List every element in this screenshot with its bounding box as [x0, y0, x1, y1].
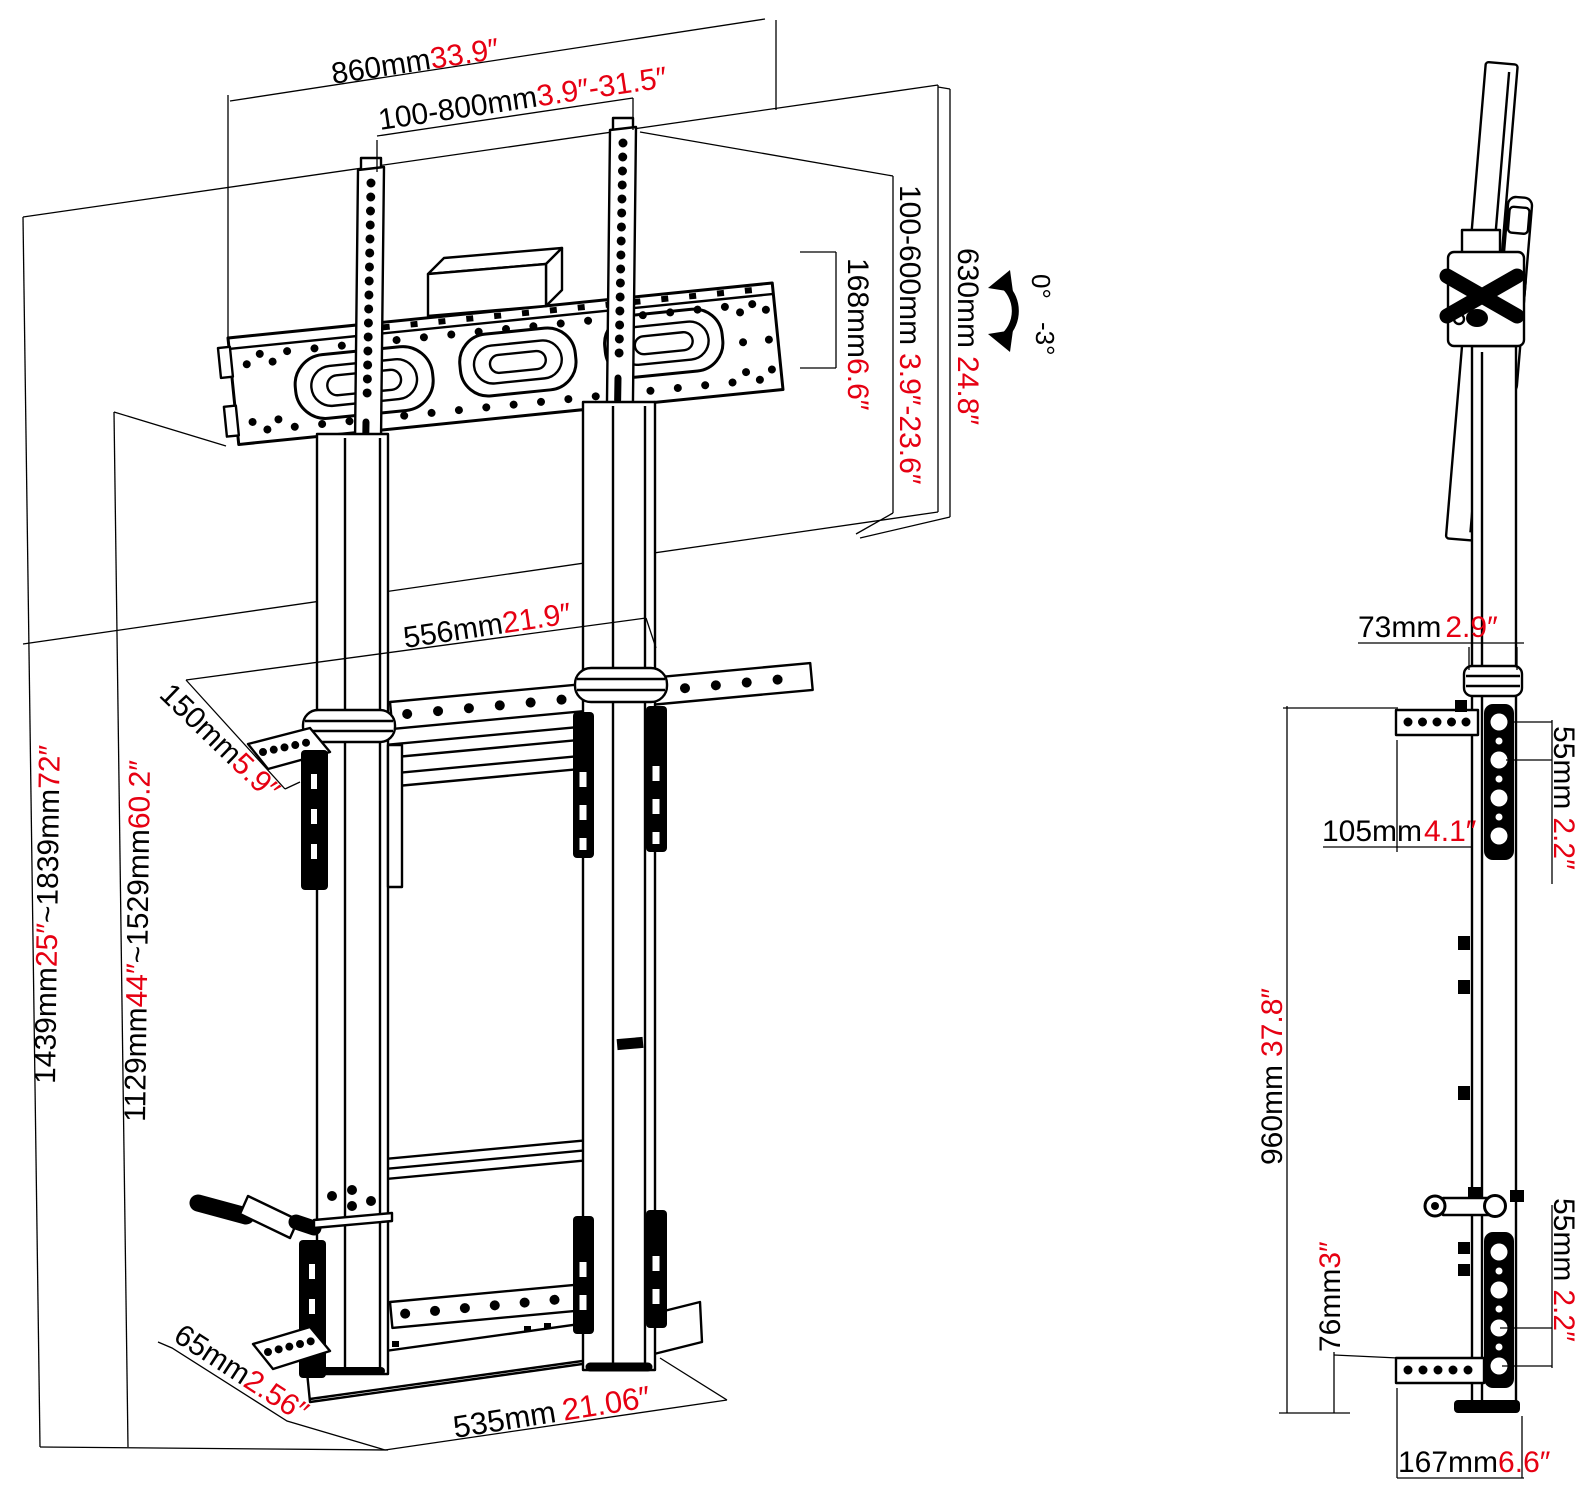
- stand-column-right: [581, 400, 657, 1372]
- dim-arm-length: 105mm4.1″: [1322, 815, 1477, 848]
- tilt-min-label: -3°: [1030, 322, 1060, 356]
- collar-left: [301, 708, 397, 744]
- dim-column-height: 1129mm44″~1529mm60.2″: [119, 760, 157, 1123]
- dim-side-column-height: 960mm37.8″: [1256, 988, 1289, 1165]
- dim-bracket-height: 168mm6.6″: [841, 258, 874, 411]
- collar-right: [573, 666, 669, 704]
- front-dimension-lines: [157, 18, 951, 1451]
- bottom-rail: [388, 1282, 593, 1330]
- side-column: [1470, 344, 1518, 1408]
- dim-base-width: 535mm21.06″: [451, 1379, 653, 1445]
- side-lower-arm: [1394, 1232, 1514, 1388]
- side-crank-handle: [1423, 1187, 1507, 1218]
- dim-vesa-height: 100-600mm3.9″-23.6″: [893, 185, 926, 485]
- brand-logo: [616, 1036, 644, 1051]
- dim-overall-height: 1439mm25″~1839mm72″: [29, 744, 67, 1084]
- column-clips: [1455, 700, 1524, 1276]
- tilt-max-label: 0°: [1026, 274, 1056, 299]
- top-clamp: [426, 246, 564, 318]
- plate-slot-center: [458, 326, 578, 398]
- side-upper-arm: [1394, 704, 1514, 860]
- plate-holes-right: [242, 305, 776, 426]
- wall-bracket-lower: [251, 1240, 332, 1378]
- tilt-bracket: [1439, 228, 1526, 348]
- star-knob-icon: [1439, 268, 1525, 324]
- dim-rail-width: 556mm21.9″: [401, 597, 573, 655]
- crank-handle: [189, 1185, 394, 1240]
- dim-base-depth: 167mm6.6″: [1398, 1446, 1551, 1479]
- side-base-foot: [1454, 1400, 1520, 1413]
- column-guide-brackets: [386, 706, 667, 1334]
- dim-total-width: 860mm33.9″: [329, 33, 501, 91]
- dim-foot-height: 76mm3″: [1314, 1241, 1347, 1352]
- dim-hole-spacing-top: 55mm2.2″: [1547, 726, 1580, 870]
- stand-column-left: [315, 432, 390, 1376]
- wall-bracket-upper: [246, 726, 332, 890]
- dim-panel-height: 630mm24.8″: [951, 248, 984, 425]
- side-dimension-lines: [1279, 642, 1553, 1479]
- side-collar: [1462, 664, 1524, 698]
- dim-hole-spacing-bottom: 55mm2.2″: [1547, 1198, 1580, 1342]
- tilt-arc-icon: [988, 270, 1019, 352]
- front-view: 860mm33.9″ 100-800mm3.9″-31.5″ 168mm6.6″…: [22, 18, 1060, 1451]
- tv-max-outline: [22, 84, 939, 1451]
